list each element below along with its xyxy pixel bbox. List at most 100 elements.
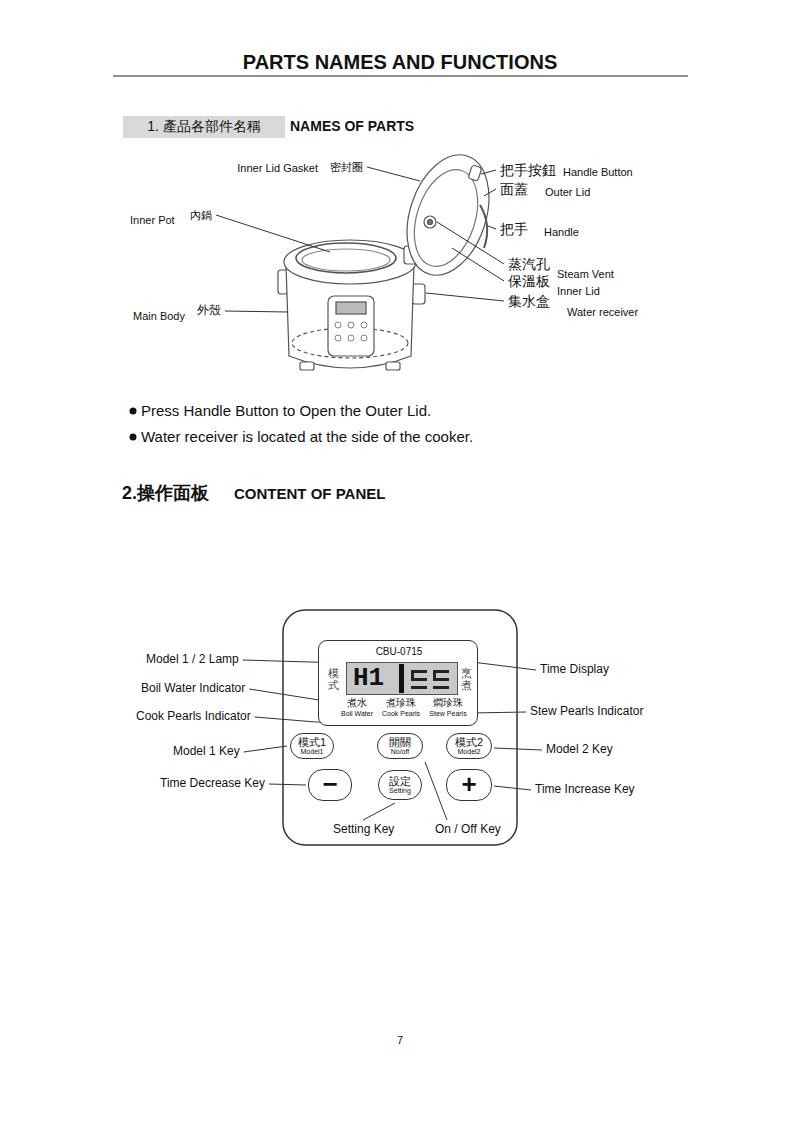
rim [284, 240, 416, 284]
part-label: 密封圈 [330, 161, 363, 174]
node-text: − [322, 771, 337, 798]
part-label: Time Increase Key [535, 783, 635, 797]
handle-button [468, 165, 482, 181]
leader-line [225, 311, 288, 312]
node-text: No/off [391, 748, 410, 755]
part-label: 保溫板 [508, 273, 550, 289]
node-text: 開關 [389, 737, 411, 749]
part-label: Handle Button [563, 166, 633, 179]
part-label: 內鍋 [190, 209, 212, 222]
panel-key: + [446, 769, 492, 801]
leader-line [425, 762, 447, 820]
node-text: 1. 產品各部件名稱 [147, 118, 261, 136]
part-label: Handle [544, 226, 579, 239]
leader-line [426, 293, 504, 301]
front-lcd [336, 302, 366, 314]
leader-line [481, 170, 496, 174]
part-label: 集水盒 [508, 293, 550, 309]
part-label: Time Decrease Key [160, 777, 265, 791]
display-frame: CBU-0715模式烹煮煮水Boil Water煮珍珠Cook Pearls燜珍… [318, 640, 478, 726]
lcd-screen: H1 [346, 662, 458, 695]
panel-key: 模式2Model2 [446, 733, 492, 759]
part-label: Inner Lid [557, 285, 600, 298]
part-label: Water receiver is located at the side of… [141, 428, 473, 445]
lcd-segment [411, 670, 414, 681]
node-text: Cook Pearls [382, 710, 420, 718]
panel-housing [283, 610, 517, 845]
panel-key: − [308, 769, 352, 801]
panel-key: 模式1Model1 [290, 733, 334, 759]
inner-pot [296, 243, 396, 273]
foot [300, 362, 314, 370]
front-key [361, 335, 367, 341]
leader-line [269, 784, 306, 785]
part-label: Outer Lid [545, 186, 590, 199]
inner-lid [403, 161, 489, 274]
front-keys [335, 322, 367, 341]
panel-key: 開關No/off [377, 733, 423, 759]
foot [386, 362, 400, 370]
node-text: + [461, 771, 476, 798]
leader-line [494, 748, 542, 750]
part-label: Inner Pot [130, 214, 175, 227]
part-label: NAMES OF PARTS [290, 118, 414, 134]
part-label: Inner Lid Gasket [237, 162, 318, 175]
part-label: Cook Pearls Indicator [136, 710, 251, 724]
inner-pot-rim [302, 249, 390, 271]
node-text: 烹煮 [461, 667, 472, 691]
outer-lid [393, 144, 504, 285]
part-label: 面蓋 [500, 181, 528, 197]
node-text: Model1 [301, 748, 324, 755]
lcd-segment [433, 670, 436, 681]
part-label: 外殼 [197, 304, 221, 318]
page-title: PARTS NAMES AND FUNCTIONS [243, 51, 557, 74]
node-text: Model2 [458, 748, 481, 755]
node-text: 模式1 [298, 737, 326, 749]
part-label: 蒸汽孔 [508, 256, 550, 272]
part-label: Model 1 Key [173, 745, 240, 759]
water-receiver [412, 284, 425, 304]
front-key [335, 322, 341, 328]
leader-line [216, 215, 330, 252]
leader-line [472, 662, 536, 670]
part-label: Steam Vent [557, 268, 614, 281]
leader-line [494, 786, 531, 790]
section-band: 1. 產品各部件名稱 [123, 116, 285, 138]
rice-cooker [278, 144, 503, 370]
leader-line [471, 712, 526, 713]
steam-vent [424, 216, 436, 228]
part-label: 把手按鈕 [500, 162, 556, 178]
part-label: Boil Water Indicator [141, 682, 245, 696]
part-label: Stew Pearls Indicator [530, 705, 643, 719]
leader-line [452, 248, 504, 281]
part-label: 把手 [500, 221, 528, 237]
lcd-segment [433, 686, 449, 689]
leader-line [244, 746, 287, 752]
part-label: Setting Key [333, 823, 394, 837]
node-text: 設定 [389, 776, 411, 788]
title-rule [113, 75, 688, 76]
bullet [130, 408, 137, 415]
leader-line [437, 222, 504, 264]
leader-line [488, 226, 496, 229]
leader-line [484, 189, 496, 196]
node-text: 模式 [328, 667, 339, 691]
part-label: CONTENT OF PANEL [234, 485, 385, 502]
part-label: 7 [397, 1034, 403, 1047]
lid-handle [480, 205, 487, 248]
front-key [348, 335, 354, 341]
part-label: Model 2 Key [546, 743, 613, 757]
steam-vent-hole [428, 220, 433, 225]
leader-line [367, 167, 420, 181]
node-text: 煮水 [347, 697, 367, 709]
node-text: H1 [353, 664, 384, 694]
part-label: Model 1 / 2 Lamp [146, 653, 239, 667]
front-panel [328, 296, 374, 356]
part-label: Main Body [133, 310, 185, 323]
bullet [130, 434, 137, 441]
node-text: Setting [389, 787, 411, 794]
node-text: Boil Water [341, 710, 373, 718]
